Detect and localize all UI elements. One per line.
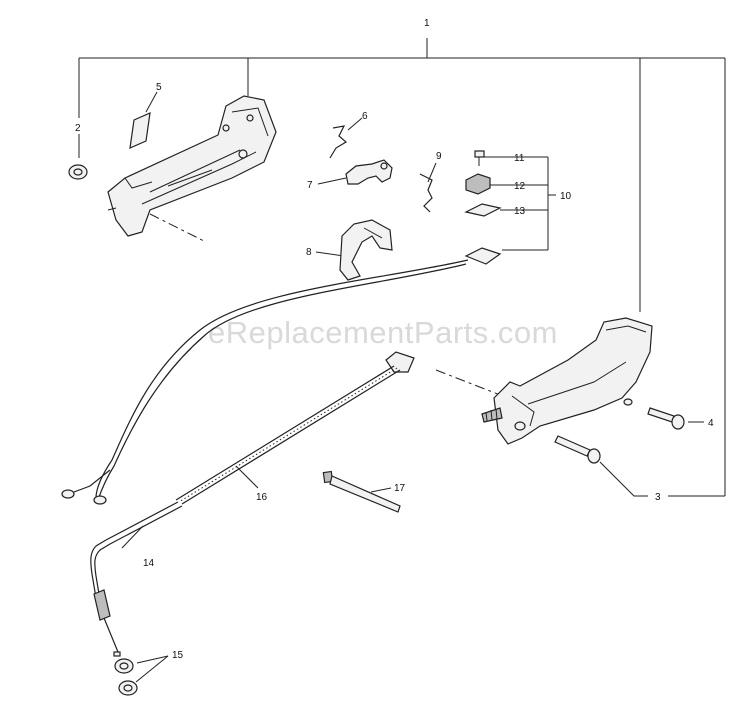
clamp-block-part-12 — [465, 173, 491, 195]
leader-lines — [78, 38, 726, 683]
screw-part-11 — [474, 150, 485, 166]
nut-part-15-upper — [114, 658, 134, 674]
callout-2: 2 — [75, 123, 81, 134]
plate-part-13 — [464, 203, 502, 217]
axis-line-left — [149, 213, 207, 243]
callout-13: 13 — [514, 206, 526, 217]
callout-9: 9 — [436, 151, 442, 162]
callout-6: 6 — [362, 111, 368, 122]
spring-part-6 — [329, 125, 348, 159]
grip-pad — [129, 112, 151, 149]
callout-5: 5 — [156, 82, 162, 93]
watermark: eReplacementParts.com — [208, 315, 558, 350]
cable-tie — [322, 470, 401, 513]
callout-10: 10 — [560, 191, 572, 202]
callout-11: 11 — [514, 153, 525, 164]
callout-14: 14 — [143, 558, 155, 569]
axis-line-right — [435, 369, 509, 399]
callout-17: 17 — [394, 483, 406, 494]
callout-15: 15 — [172, 650, 184, 661]
bolt-part-3 — [554, 435, 601, 464]
callout-3: 3 — [655, 492, 661, 503]
stop-switch-wire — [61, 247, 502, 505]
callout-7: 7 — [307, 180, 313, 191]
callout-1: 1 — [424, 18, 430, 29]
throttle-trigger — [345, 159, 393, 185]
bolt-part-4 — [647, 407, 685, 430]
callout-8: 8 — [306, 247, 312, 258]
spring-part-9 — [419, 173, 433, 213]
nut-part-15-lower — [118, 680, 138, 696]
callout-16: 16 — [256, 492, 268, 503]
left-handle-half — [107, 95, 277, 237]
throttle-lever — [339, 219, 393, 281]
nut-part-2 — [68, 164, 88, 180]
right-handle-half — [481, 317, 653, 445]
throttle-cable — [90, 501, 183, 657]
callout-4: 4 — [708, 418, 714, 429]
callout-labels: 1 2 3 4 5 6 7 8 9 10 11 12 13 14 15 16 1… — [75, 18, 714, 661]
callout-12: 12 — [514, 181, 526, 192]
flexible-conduit — [175, 351, 415, 505]
